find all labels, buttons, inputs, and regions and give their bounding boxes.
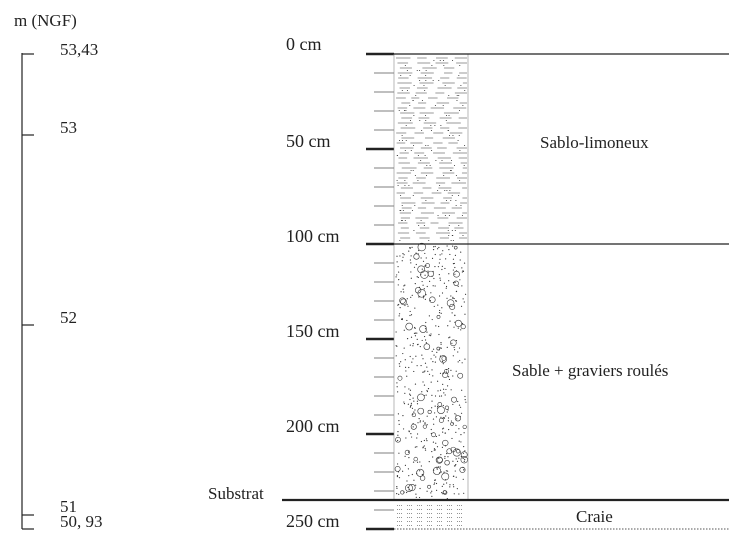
sand-gravel-pattern [394, 242, 468, 500]
substrat-label: Substrat [208, 484, 264, 503]
silty-sand-pattern [396, 57, 467, 242]
depth-tick-label: 150 cm [286, 321, 340, 341]
chalk-pattern [397, 505, 463, 526]
elevation-tick-label: 51 [60, 497, 77, 516]
layer-boundaries [282, 53, 729, 530]
elevation-tick-label: 50, 93 [60, 512, 103, 531]
depth-major-ticks: 0 cm 50 cm 100 cm 150 cm 200 cm 250 cm [286, 34, 394, 531]
lithology-column [393, 54, 469, 526]
depth-scale: 0 cm 50 cm 100 cm 150 cm 200 cm 250 cm [286, 34, 394, 531]
layer-label: Sablo-limoneux [540, 133, 649, 152]
depth-tick-label: 0 cm [286, 34, 322, 54]
layer-label: Craie [576, 507, 613, 526]
layer-label: Sable + graviers roulés [512, 361, 668, 380]
depth-minor-ticks [374, 72, 394, 511]
elevation-unit-label: m (NGF) [14, 11, 77, 30]
depth-tick-label: 100 cm [286, 226, 340, 246]
elevation-tick-label: 53 [60, 118, 77, 137]
elevation-tick-label: 53,43 [60, 40, 98, 59]
depth-tick-label: 200 cm [286, 416, 340, 436]
depth-tick-label: 250 cm [286, 511, 340, 531]
depth-tick-label: 50 cm [286, 131, 331, 151]
elevation-tick-label: 52 [60, 308, 77, 327]
